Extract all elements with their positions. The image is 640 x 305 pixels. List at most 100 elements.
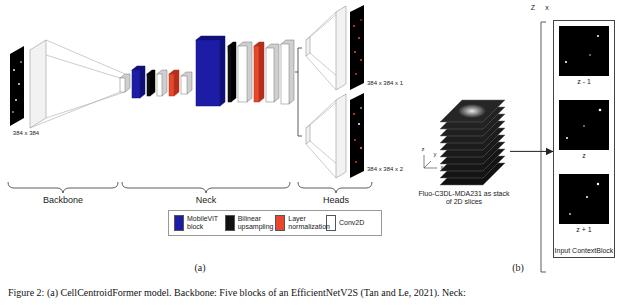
head-frustums	[306, 144, 336, 178]
context-slices	[589, 54, 591, 56]
image-stack: Fluo-C3DL-MDA231 as stack of 2D slices	[418, 96, 510, 207]
head-frustums	[306, 56, 336, 90]
section-braces	[122, 182, 290, 193]
output-maps	[355, 73, 357, 75]
dimension-label: 384 x 384 x 1	[367, 80, 423, 87]
axis-label: Z	[528, 4, 538, 12]
context-slices	[559, 26, 609, 224]
arrow-connector	[510, 151, 553, 152]
output-maps	[360, 19, 362, 21]
legend-text: Conv2D	[339, 219, 364, 227]
input-image	[20, 61, 22, 63]
input-image	[13, 69, 15, 71]
slice: z	[557, 99, 611, 160]
neck-blocks	[169, 74, 174, 96]
output-maps	[358, 37, 360, 39]
neck-blocks	[228, 42, 236, 102]
neck-blocks	[281, 40, 294, 104]
backbone-frustum	[46, 40, 125, 74]
neck-blocks	[254, 46, 259, 102]
panel-label: (b)	[508, 262, 528, 274]
neck-blocks	[132, 66, 145, 98]
head-frustums	[306, 37, 310, 56]
slice-stack	[440, 100, 505, 185]
axis-icon	[424, 168, 437, 169]
neck-blocks	[266, 44, 279, 102]
output-maps	[358, 123, 360, 125]
output-maps	[353, 25, 355, 27]
slice-stack	[440, 100, 505, 122]
slice-stack	[458, 104, 486, 118]
neck-blocks	[254, 42, 264, 102]
neck-blocks	[147, 74, 150, 96]
axis-label: x	[438, 164, 446, 171]
context-slices	[565, 61, 567, 63]
output-maps	[360, 107, 362, 109]
context-bracket	[541, 22, 546, 272]
dimension-label: 384 x 384 x 2	[367, 166, 423, 173]
heads-bracket	[295, 72, 298, 73]
input-image	[15, 99, 17, 101]
output-maps	[350, 93, 364, 178]
section-braces	[8, 182, 118, 193]
neck-blocks	[181, 76, 187, 94]
section-label: Heads	[296, 195, 376, 205]
slice: z - 1	[557, 25, 611, 86]
neck-blocks	[238, 42, 252, 102]
neck-blocks	[120, 74, 130, 92]
heads-bracket	[295, 48, 302, 136]
slice: z + 1	[557, 173, 611, 234]
backbone-frustum	[30, 40, 125, 128]
input-image	[10, 46, 24, 126]
neck-blocks	[120, 78, 125, 92]
figure-caption: Figure 2: (a) CellCentroidFormer model. …	[8, 287, 466, 298]
node-text: z + 1	[557, 226, 611, 234]
axis-label: x	[542, 4, 552, 12]
neck-blocks	[157, 74, 162, 96]
axis-label: y	[431, 151, 439, 158]
head-frustums	[306, 100, 336, 128]
input-image	[18, 83, 20, 85]
legend-entry: Layer normalization	[275, 215, 325, 231]
legend-entry: MobileViT block	[174, 215, 224, 231]
axis-label: z	[419, 146, 427, 153]
input-image	[10, 46, 24, 126]
legend-entry: Conv2D	[326, 215, 376, 231]
context-slices	[583, 125, 585, 127]
neck-blocks	[196, 40, 220, 106]
section-braces	[298, 182, 372, 193]
neck-blocks	[120, 36, 294, 106]
head-frustums	[306, 125, 310, 144]
neck-blocks	[228, 46, 231, 102]
context-slices	[566, 137, 568, 139]
legend-entry: Bilinear upsampling	[225, 215, 275, 231]
context-slices	[559, 174, 609, 224]
legend-swatch	[174, 215, 184, 231]
axis-icon	[424, 155, 425, 168]
neck-blocks	[238, 46, 247, 102]
context-bracket	[541, 22, 546, 272]
neck-blocks	[157, 70, 167, 96]
legend-box: MobileViT blockBilinear upsamplingLayer …	[168, 210, 382, 236]
section-label: Backbone	[23, 195, 103, 205]
head-frustums	[306, 12, 336, 40]
legend-swatch	[225, 215, 235, 231]
head-frustums	[336, 94, 346, 178]
context-slices	[586, 196, 588, 198]
output-maps	[354, 139, 356, 141]
neck-blocks	[196, 36, 225, 106]
node-text: Fluo-C3DL-MDA231 as stack of 2D slices	[418, 190, 510, 207]
context-slices	[597, 183, 599, 185]
legend-swatch	[275, 215, 285, 231]
axis-icon	[424, 161, 431, 168]
heads-bracket	[298, 48, 302, 136]
context-slices	[559, 100, 609, 150]
neck-blocks	[181, 72, 192, 94]
frame-caption: Input ContextBlock	[554, 247, 614, 255]
node-text: z	[557, 152, 611, 160]
legend-text: MobileViT block	[187, 215, 224, 231]
section-braces	[8, 182, 372, 193]
